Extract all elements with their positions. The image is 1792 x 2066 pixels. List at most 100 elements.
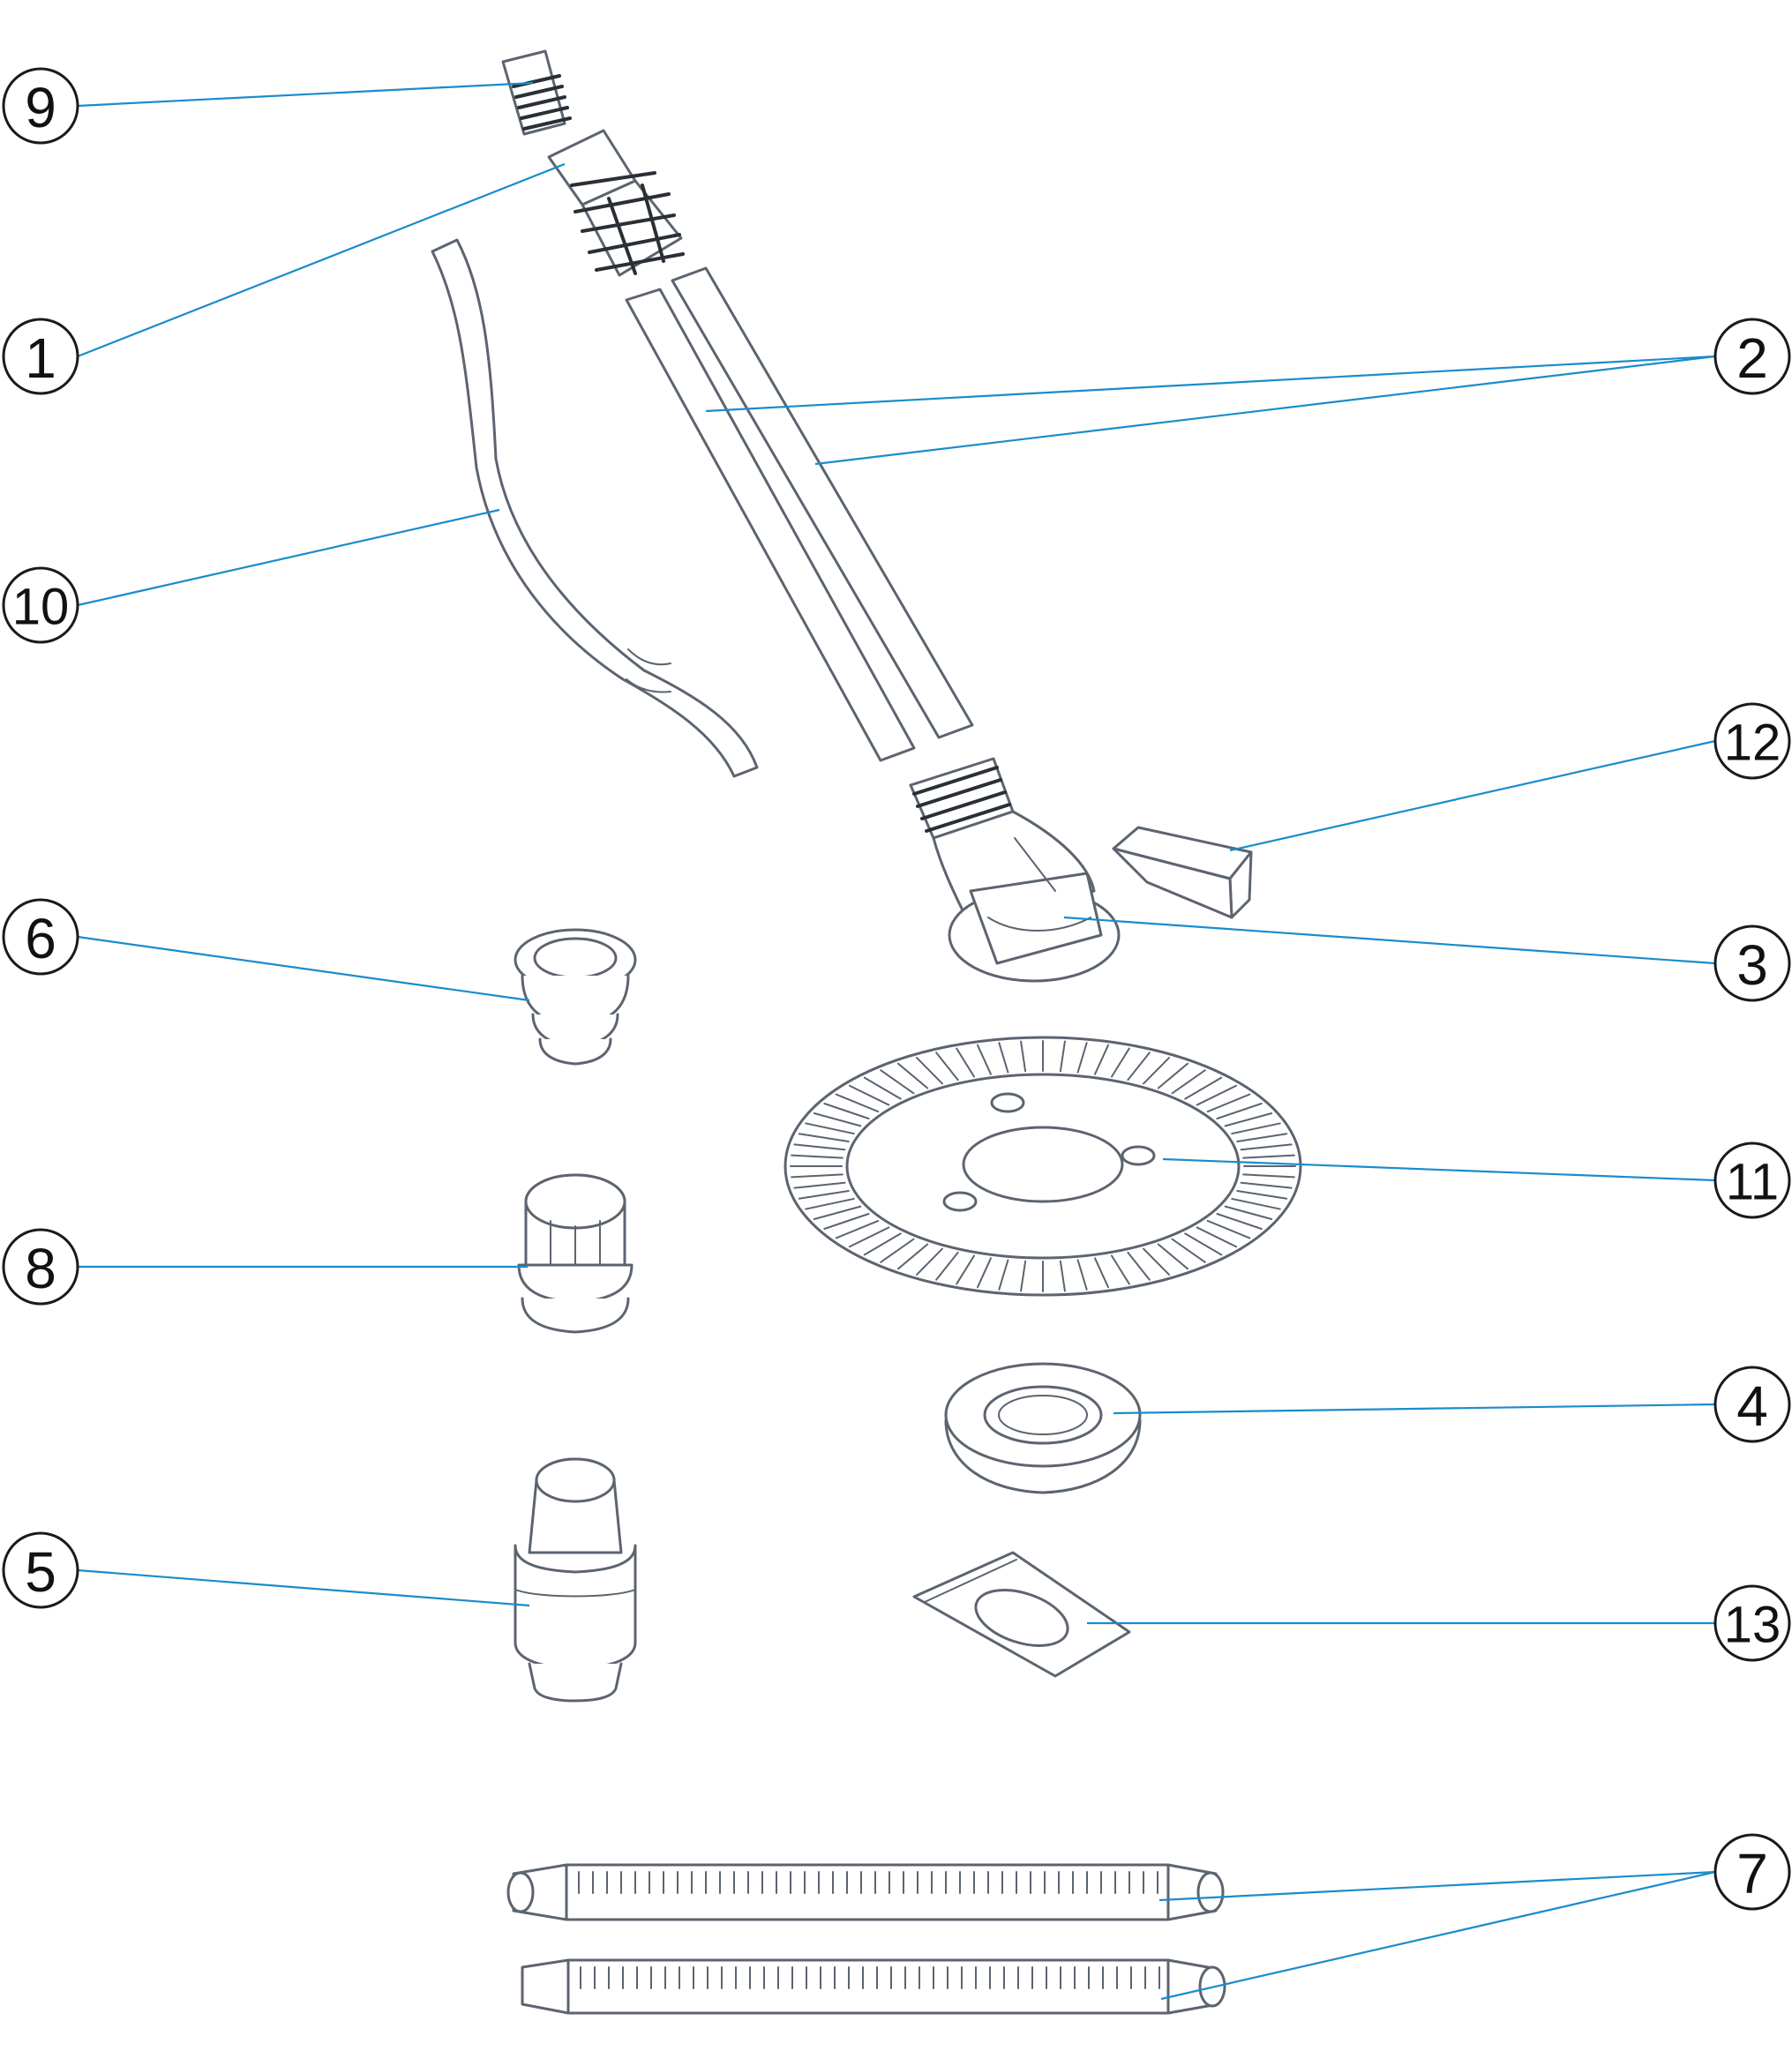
disk-fin — [1184, 1232, 1223, 1256]
disk-fin — [1143, 1057, 1170, 1085]
disk-fin — [863, 1232, 902, 1256]
callout-13-label: 13 — [1724, 1597, 1781, 1654]
disk-fin — [793, 1181, 846, 1189]
disk-fin — [1184, 1076, 1223, 1100]
callout-3: 3 — [1713, 924, 1791, 1002]
disk-fin — [1020, 1040, 1027, 1073]
disk-fin — [976, 1044, 992, 1075]
callout-7: 7 — [1713, 1833, 1791, 1911]
disk-fin — [823, 1213, 870, 1230]
disk-fin — [956, 1254, 976, 1285]
disk-fin — [791, 1154, 844, 1159]
disk-fin — [1127, 1251, 1151, 1281]
disk-fin — [935, 1251, 959, 1281]
leader-1 — [77, 162, 566, 358]
part-7-hose-lower — [521, 1958, 1226, 2015]
disk-fin — [848, 1226, 890, 1248]
disk-fin — [848, 1084, 890, 1106]
part-13-plate — [912, 1551, 1131, 1678]
disk-fin — [1231, 1197, 1281, 1210]
leader-6 — [77, 935, 530, 1002]
part-3-body-hub — [909, 757, 1121, 983]
disk-fin — [1224, 1205, 1273, 1221]
part-1-swivel-connector — [547, 129, 685, 277]
part-10-flexible-strip — [431, 238, 759, 778]
part-7-hose-upper — [506, 1863, 1225, 1921]
disk-fin — [1242, 1154, 1295, 1159]
part-4-flange — [944, 1362, 1142, 1494]
disk-fin — [880, 1069, 915, 1095]
disk-fin — [1236, 1133, 1288, 1143]
disk-fin — [998, 1042, 1009, 1074]
disk-fin — [793, 1143, 846, 1151]
callout-9: 9 — [2, 67, 79, 145]
disk-fin — [1240, 1143, 1293, 1151]
callout-6-label: 6 — [25, 907, 56, 970]
disk-fin — [805, 1122, 855, 1135]
callout-1-label: 1 — [25, 326, 56, 390]
disk-fin — [813, 1205, 862, 1221]
leader-lines — [77, 81, 1716, 2001]
disk-fin — [805, 1197, 855, 1210]
disk-fin — [1171, 1238, 1206, 1263]
callout-10: 10 — [2, 566, 79, 644]
disk-fin — [1157, 1243, 1189, 1270]
disk-fin — [1196, 1084, 1238, 1106]
callout-9-label: 9 — [25, 76, 56, 139]
disk-fin — [1076, 1259, 1088, 1291]
disk-fin — [1224, 1112, 1273, 1127]
part-9-connector — [501, 49, 572, 136]
leader-2b — [814, 355, 1716, 466]
disk-fin — [935, 1052, 959, 1082]
disk-fin — [880, 1238, 915, 1263]
callout-5-label: 5 — [25, 1540, 56, 1604]
disk-fin — [798, 1189, 850, 1200]
callout-6: 6 — [2, 898, 79, 976]
callout-2-label: 2 — [1736, 326, 1768, 390]
leader-12 — [1229, 739, 1716, 852]
disk-fin — [1216, 1213, 1263, 1230]
leader-7a — [1158, 1870, 1716, 1902]
disk-fin — [1110, 1047, 1130, 1078]
disk-fin — [1020, 1260, 1027, 1292]
disk-fin — [1242, 1173, 1295, 1179]
disk-fin — [1110, 1254, 1130, 1285]
disk-fin — [916, 1057, 943, 1085]
disk-fin — [1094, 1257, 1110, 1289]
leader-11 — [1162, 1157, 1716, 1182]
leader-2a — [705, 355, 1716, 413]
callout-7-label: 7 — [1736, 1842, 1768, 1905]
disk-fin — [791, 1173, 844, 1179]
callout-12-label: 12 — [1724, 715, 1781, 772]
disk-fin — [1206, 1093, 1251, 1113]
disk-fin — [998, 1259, 1009, 1291]
callout-8: 8 — [2, 1228, 79, 1306]
part-2-pipe-sections — [625, 266, 974, 762]
disk-fin — [798, 1133, 850, 1143]
part-12-wedge — [1112, 826, 1253, 919]
disk-fin — [823, 1103, 870, 1119]
disk-fin — [1076, 1042, 1088, 1074]
disk-fin — [1094, 1044, 1110, 1075]
disk-fin — [835, 1093, 880, 1113]
callout-1: 1 — [2, 318, 79, 395]
disk-fin — [813, 1112, 862, 1127]
disk-fin — [1143, 1247, 1170, 1276]
callout-5: 5 — [2, 1531, 79, 1609]
disk-fin — [956, 1047, 976, 1078]
leader-9 — [77, 81, 534, 108]
part-8-caged-filter — [517, 1173, 634, 1334]
disk-fin — [976, 1257, 992, 1289]
part-6-bellows-seal — [514, 928, 637, 1066]
part-11-disk — [784, 1036, 1302, 1297]
disk-fin — [1059, 1260, 1066, 1292]
callout-4: 4 — [1713, 1366, 1791, 1443]
disk-fin — [1236, 1189, 1288, 1200]
leader-5 — [77, 1568, 530, 1607]
callout-4-label: 4 — [1736, 1374, 1768, 1438]
disk-fin — [1206, 1219, 1251, 1239]
callout-2: 2 — [1713, 318, 1791, 395]
callout-8-label: 8 — [25, 1237, 56, 1300]
disk-fin — [896, 1243, 929, 1270]
